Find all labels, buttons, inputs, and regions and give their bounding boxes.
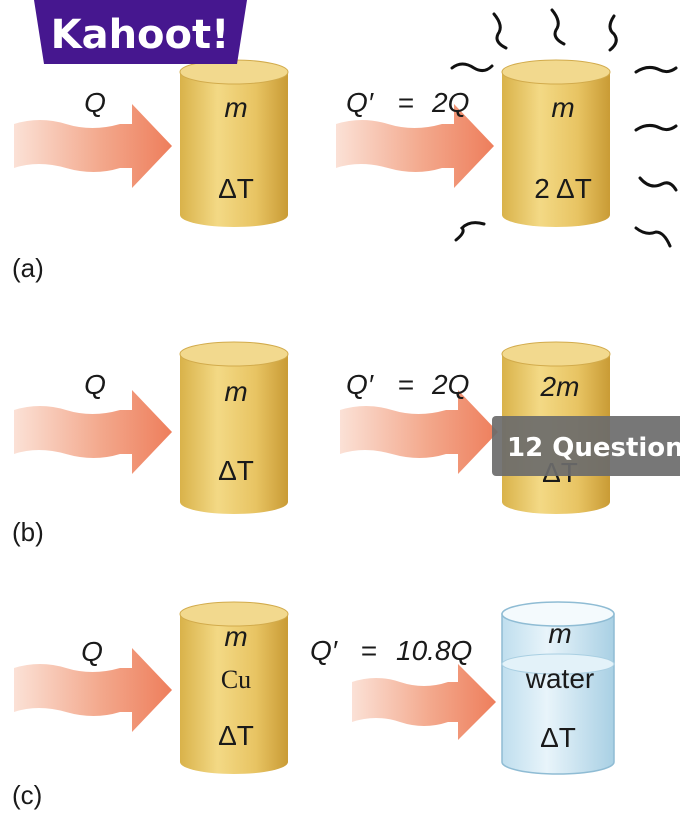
question-count-text: 12 Questions <box>507 433 680 463</box>
mass-label: m <box>548 618 571 649</box>
cylinder <box>179 341 289 514</box>
mass-label: 2m <box>540 371 580 402</box>
radiation-squiggles <box>450 8 678 248</box>
panel-label: (a) <box>12 253 44 283</box>
heat-value-label: 2Q <box>431 369 469 400</box>
heat-arrow-right <box>336 104 494 188</box>
kahoot-logo: Kahoot! <box>34 0 247 64</box>
mass-label: m <box>224 92 247 123</box>
heat-arrow-right <box>340 390 498 474</box>
mass-label: m <box>551 92 574 123</box>
heat-label: Q <box>81 636 103 667</box>
temp-change-label: 2 ΔT <box>534 173 592 204</box>
temp-change-label: ΔT <box>540 722 576 753</box>
panel-a: Q m ΔT Q′ = 2Q m 2 ΔT (a) <box>12 8 678 283</box>
panel-c: Q m Cu ΔT Q′ = 10.8Q m water ΔT (c) <box>12 601 615 810</box>
heat-arrow-left <box>14 390 172 474</box>
heat-arrow-left <box>14 104 172 188</box>
heat-label: Q <box>84 369 106 400</box>
panel-label: (b) <box>12 517 44 547</box>
logo-text: Kahoot! <box>51 12 230 58</box>
heat-prime-label: Q′ <box>310 635 339 666</box>
equals-sign: = <box>361 635 377 666</box>
heat-prime-label: Q′ <box>346 369 375 400</box>
temp-change-label: ΔT <box>218 455 254 486</box>
mass-label: m <box>224 621 247 652</box>
panel-label: (c) <box>12 780 42 810</box>
heat-value-label: 10.8Q <box>396 635 472 666</box>
mass-label: m <box>224 376 247 407</box>
question-count-badge[interactable]: 12 Questions <box>492 416 680 476</box>
heat-arrow-left <box>14 648 172 732</box>
equals-sign: = <box>398 369 414 400</box>
heat-prime-label: Q′ <box>346 87 375 118</box>
equals-sign: = <box>398 87 414 118</box>
heat-label: Q <box>84 87 106 118</box>
temp-change-label: ΔT <box>218 173 254 204</box>
temp-change-label: ΔT <box>218 720 254 751</box>
cylinder <box>179 601 289 774</box>
heat-arrow-right <box>352 664 496 740</box>
cylinder <box>501 59 611 227</box>
cylinder <box>179 59 289 227</box>
water-beaker <box>501 601 615 775</box>
material-label: Cu <box>221 665 251 694</box>
heat-value-label: 2Q <box>431 87 469 118</box>
material-label: water <box>525 663 594 694</box>
